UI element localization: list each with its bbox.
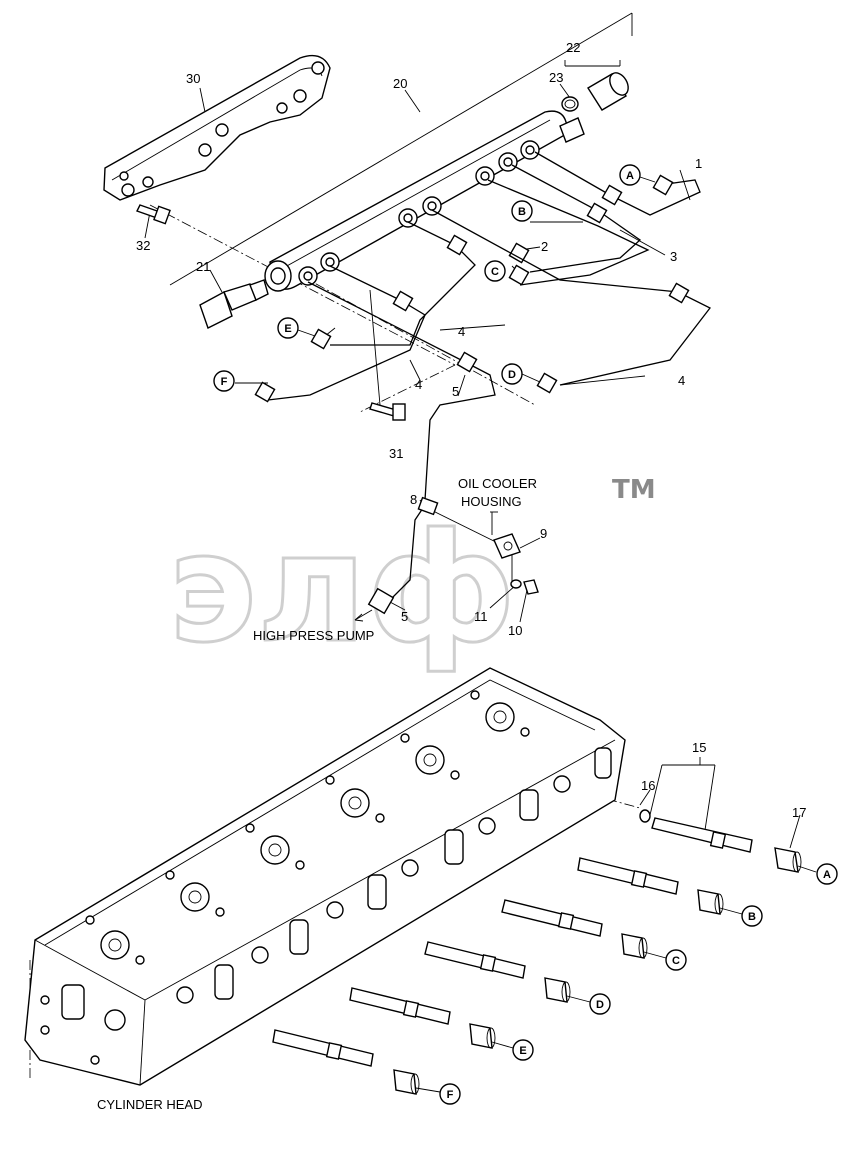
connection-markers-bottom: A B C D E F (415, 863, 838, 1105)
marker-label: D (508, 369, 516, 381)
callout-30: 30 (186, 71, 200, 86)
pressure-limiting-valve (561, 72, 629, 112)
callout-5-b: 5 (401, 609, 408, 624)
marker-D-bottom: D (566, 993, 611, 1015)
mounting-bracket (103, 54, 331, 201)
callout-5-a: 5 (452, 384, 459, 399)
callout-1: 1 (695, 156, 702, 171)
callout-21: 21 (196, 259, 210, 274)
callout-22: 22 (566, 40, 580, 55)
marker-label: D (596, 999, 604, 1011)
rail-pressure-sensor (199, 279, 269, 329)
callout-17: 17 (792, 805, 806, 820)
callout-4-b: 4 (415, 377, 422, 392)
marker-label: E (519, 1045, 526, 1057)
marker-label: F (221, 376, 228, 388)
marker-F-top: F (213, 370, 235, 392)
callout-numbers: 30 20 22 23 1 2 3 32 21 4 4 4 5 31 8 9 1… (136, 40, 806, 820)
oil-cooler-caption-line1: OIL COOLER (458, 476, 537, 491)
marker-D-top: D (501, 363, 523, 385)
marker-label: A (626, 170, 634, 182)
callout-32: 32 (136, 238, 150, 253)
callout-23: 23 (549, 70, 563, 85)
callout-3: 3 (670, 249, 677, 264)
cylinder-head (24, 667, 626, 1086)
callout-9: 9 (540, 526, 547, 541)
callout-4-a: 4 (458, 324, 465, 339)
pump-fitting-assembly (417, 496, 539, 595)
callout-15: 15 (692, 740, 706, 755)
marker-A-top: A (619, 164, 656, 186)
marker-B-top: B (511, 200, 533, 222)
callout-11: 11 (474, 609, 488, 624)
cylinder-head-caption: CYLINDER HEAD (97, 1097, 202, 1112)
marker-E-top: E (277, 317, 316, 339)
injector-connectors (272, 809, 802, 1095)
callout-4-c: 4 (678, 373, 685, 388)
watermark: элф TM (167, 475, 656, 678)
connection-markers-top: A B C D E F (213, 164, 656, 392)
marker-label: F (447, 1089, 454, 1101)
watermark-text: элф (168, 502, 516, 676)
marker-label: C (491, 266, 499, 278)
captions: OIL COOLER HOUSING HIGH PRESS PUMP CYLIN… (97, 476, 537, 1112)
marker-F-bottom: F (415, 1083, 461, 1105)
callout-2: 2 (541, 239, 548, 254)
marker-A-bottom: A (797, 863, 838, 885)
marker-label: C (672, 955, 680, 967)
watermark-trademark: TM (612, 475, 656, 505)
marker-label: B (518, 206, 526, 218)
marker-C-bottom: C (643, 949, 687, 971)
marker-label: B (748, 911, 756, 923)
marker-B-bottom: B (719, 905, 763, 927)
callout-10: 10 (508, 623, 522, 638)
bolt-32 (136, 204, 171, 225)
callout-16: 16 (641, 778, 655, 793)
fuel-rail (264, 110, 585, 292)
oil-cooler-caption-line2: HOUSING (461, 494, 522, 509)
marker-C-top: C (484, 260, 506, 282)
marker-E-bottom: E (491, 1039, 534, 1061)
high-press-pump-caption: HIGH PRESS PUMP (253, 628, 374, 643)
callout-8: 8 (410, 492, 417, 507)
callout-20: 20 (393, 76, 407, 91)
marker-label: E (284, 323, 291, 335)
high-pressure-pipes (254, 151, 711, 622)
marker-label: A (823, 869, 831, 881)
callout-31: 31 (389, 446, 403, 461)
bolt-31 (369, 402, 406, 421)
